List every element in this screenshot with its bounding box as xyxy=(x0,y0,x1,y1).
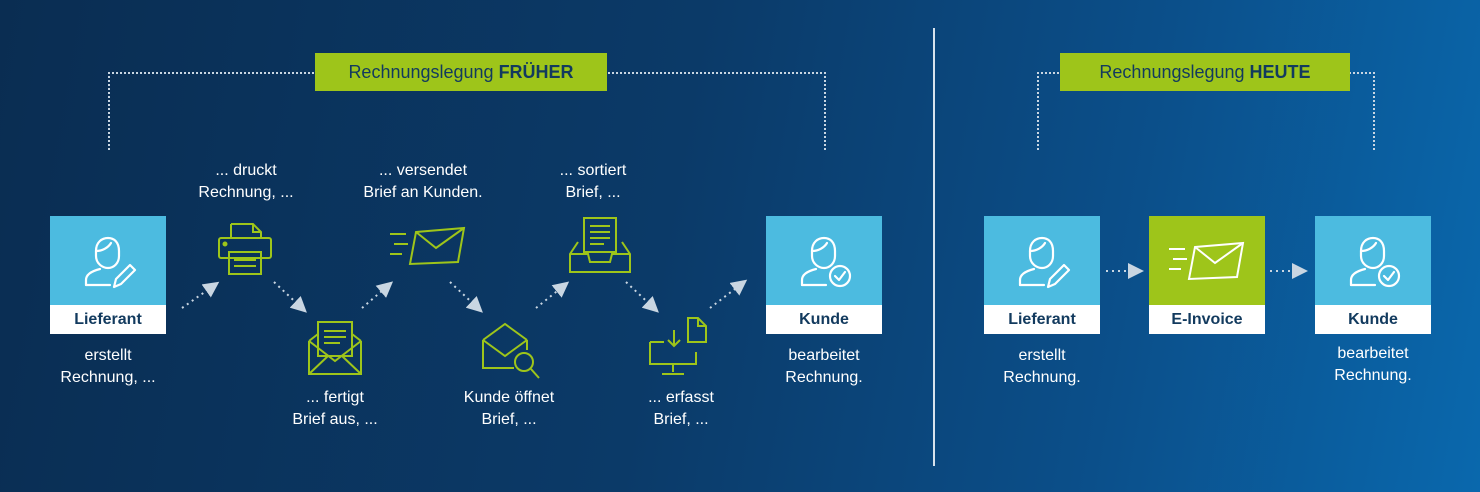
step-print-caption: ... druckt Rechnung, ... xyxy=(186,160,306,204)
step-send-l2: Brief an Kunden. xyxy=(363,184,483,201)
flying-envelope-icon xyxy=(1169,241,1245,280)
zigzag-arrows xyxy=(181,279,748,313)
step-sort-l1: ... sortiert xyxy=(559,162,627,179)
arrow-2 xyxy=(273,281,307,313)
envelope-search-icon xyxy=(482,322,540,379)
step-capture-caption: ... erfasst Brief, ... xyxy=(618,387,744,431)
step-sort-l2: Brief, ... xyxy=(565,184,621,201)
envelope-letter-icon xyxy=(308,321,362,375)
banner-heute-prefix: Rechnungslegung xyxy=(1099,61,1245,82)
arrow-5 xyxy=(535,281,570,309)
arrow-3 xyxy=(361,281,394,309)
arrow-4 xyxy=(449,281,483,313)
customer-label-left: Kunde xyxy=(766,305,882,334)
step-send-caption: ... versendet Brief an Kunden. xyxy=(348,160,498,204)
customer-card-left: Kunde xyxy=(766,216,882,334)
flying-envelope-icon xyxy=(390,226,466,266)
right-bracket-right xyxy=(1373,72,1375,150)
step-print-l2: Rechnung, ... xyxy=(198,184,294,201)
step-sort-caption: ... sortiert Brief, ... xyxy=(530,160,656,204)
einvoice-label: E-Invoice xyxy=(1149,305,1265,334)
supplier-caption-right-l2: Rechnung. xyxy=(1003,369,1081,386)
arrow-6 xyxy=(625,281,659,313)
banner-heute-bold: HEUTE xyxy=(1249,61,1311,82)
einvoice-card: E-Invoice xyxy=(1149,216,1265,334)
step-send-l1: ... versendet xyxy=(378,162,468,179)
banner-frueher-prefix: Rechnungslegung xyxy=(348,61,494,82)
person-check-icon xyxy=(800,236,852,287)
step-open-caption: Kunde öffnet Brief, ... xyxy=(446,387,572,431)
right-bracket-left xyxy=(1037,72,1039,150)
customer-caption-left: bearbeitet Rechnung. xyxy=(756,345,892,389)
person-check-icon xyxy=(1349,236,1401,287)
supplier-caption-left-l1: erstellt xyxy=(84,347,132,364)
customer-caption-right-l1: bearbeitet xyxy=(1337,345,1409,362)
step-capture-l1: ... erfasst xyxy=(648,389,714,406)
customer-label-right: Kunde xyxy=(1315,305,1431,334)
supplier-caption-left-l2: Rechnung, ... xyxy=(60,369,156,386)
step-prepare-l2: Brief aus, ... xyxy=(292,411,378,428)
left-bracket-left xyxy=(108,72,110,150)
arrow-1 xyxy=(181,281,220,309)
person-edit-icon xyxy=(84,236,137,288)
banner-frueher-bold: FRÜHER xyxy=(498,61,574,82)
step-print-l1: ... druckt xyxy=(215,162,277,179)
supplier-label-left: Lieferant xyxy=(50,305,166,334)
person-edit-icon xyxy=(1018,236,1071,288)
supplier-caption-right: erstellt Rechnung. xyxy=(974,345,1110,389)
supplier-caption-right-l1: erstellt xyxy=(1018,347,1066,364)
right-flow-arrows xyxy=(1106,263,1308,279)
computer-document-icon xyxy=(649,317,707,375)
customer-caption-left-l1: bearbeitet xyxy=(788,347,860,364)
step-prepare-caption: ... fertigt Brief aus, ... xyxy=(272,387,398,431)
printer-icon xyxy=(218,223,272,275)
supplier-card-right: Lieferant xyxy=(984,216,1100,334)
customer-caption-left-l2: Rechnung. xyxy=(785,369,863,386)
step-capture-l2: Brief, ... xyxy=(653,411,709,428)
step-prepare-l1: ... fertigt xyxy=(306,389,364,406)
supplier-caption-left: erstellt Rechnung, ... xyxy=(40,345,176,389)
section-divider xyxy=(933,28,935,466)
customer-card-right: Kunde xyxy=(1315,216,1431,334)
customer-caption-right: bearbeitet Rechnung. xyxy=(1305,343,1441,387)
inbox-tray-icon xyxy=(569,217,631,273)
supplier-card-left: Lieferant xyxy=(50,216,166,334)
left-bracket-right xyxy=(824,72,826,150)
supplier-label-right: Lieferant xyxy=(984,305,1100,334)
step-open-l1: Kunde öffnet xyxy=(463,389,555,406)
step-open-l2: Brief, ... xyxy=(481,411,537,428)
arrow-7 xyxy=(709,279,748,309)
customer-caption-right-l2: Rechnung. xyxy=(1334,367,1412,384)
